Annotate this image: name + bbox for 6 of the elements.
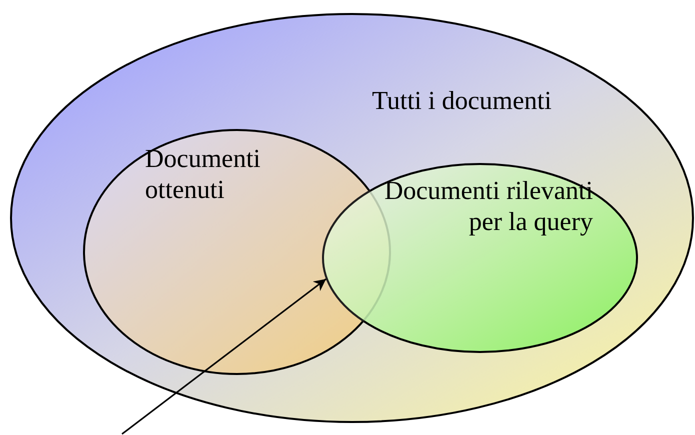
set-ellipse (10, 13, 694, 423)
arrow (122, 278, 327, 435)
set-label: Documenti ottenuti (145, 143, 262, 205)
set-label: Documenti rilevanti per la query (383, 175, 593, 237)
set-label: Tutti i documenti (372, 85, 553, 116)
set-ellipse (322, 163, 638, 353)
